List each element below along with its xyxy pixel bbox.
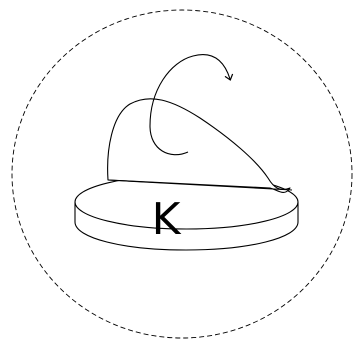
sheet-outline — [108, 99, 290, 193]
curled-sheet — [108, 55, 292, 193]
disk-label: K — [152, 194, 182, 245]
